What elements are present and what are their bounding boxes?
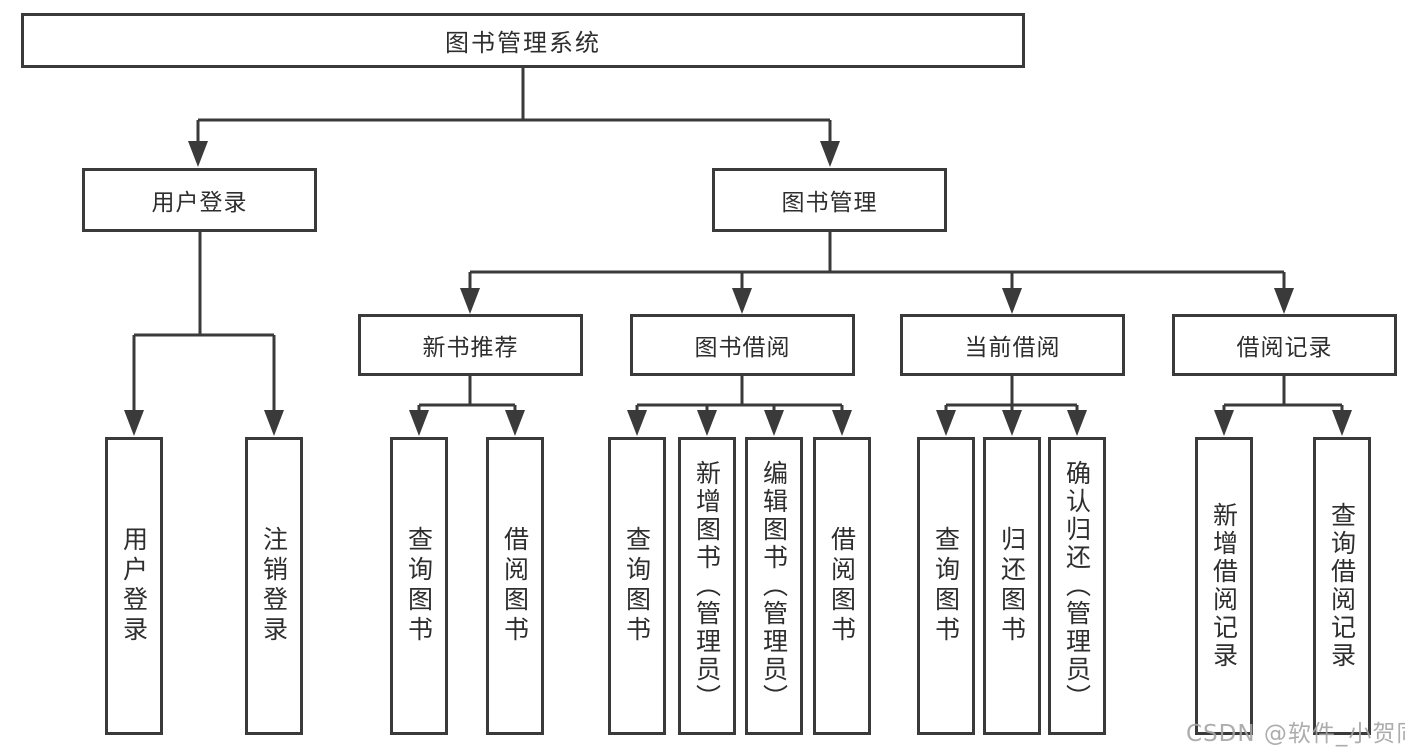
- arrow-icon: [764, 410, 784, 436]
- leaf-newbook-query-books: 查询图书: [390, 437, 448, 735]
- arrow-icon: [820, 141, 840, 167]
- leaf-borrow-borrow-books-label: 借阅图书: [827, 526, 857, 646]
- node-book-management: 图书管理: [712, 168, 947, 232]
- node-book-borrow: 图书借阅: [630, 314, 855, 376]
- leaf-current-return-books-label: 归还图书: [997, 526, 1027, 646]
- leaf-records-add-record: 新增借阅记录: [1195, 437, 1253, 735]
- node-borrow-records-label: 借阅记录: [1236, 335, 1333, 361]
- leaf-current-query-books-label: 查询图书: [931, 526, 961, 646]
- leaf-current-confirm-return-admin: 确认归还（管理员）: [1048, 437, 1106, 735]
- arrow-icon: [124, 410, 144, 436]
- arrow-icon: [1002, 410, 1022, 436]
- arrow-icon: [505, 410, 525, 436]
- connector-bookmgmt-to-level3: [468, 232, 1286, 291]
- leaf-borrow-add-books-admin: 新增图书（管理员）: [678, 437, 736, 735]
- leaf-borrow-edit-books-admin: 编辑图书（管理员）: [745, 437, 803, 735]
- arrow-icon: [1067, 410, 1087, 436]
- connector-newbook-to-leaves: [417, 376, 517, 413]
- arrow-icon: [936, 410, 956, 436]
- arrow-icon: [264, 410, 284, 436]
- node-borrow-records: 借阅记录: [1172, 314, 1397, 376]
- arrow-icon: [627, 410, 647, 436]
- leaf-records-query-record: 查询借阅记录: [1313, 437, 1371, 735]
- arrow-icon: [409, 410, 429, 436]
- arrow-icon: [697, 410, 717, 436]
- leaf-records-query-record-label: 查询借阅记录: [1327, 502, 1357, 670]
- leaf-borrow-edit-books-admin-label: 编辑图书（管理员）: [759, 460, 789, 712]
- leaf-user-login-label: 用户登录: [119, 526, 149, 646]
- leaf-logout: 注销登录: [245, 437, 303, 735]
- leaf-logout-label: 注销登录: [259, 526, 289, 646]
- leaf-records-add-record-label: 新增借阅记录: [1209, 502, 1239, 670]
- leaf-current-return-books: 归还图书: [983, 437, 1041, 735]
- arrow-icon: [1002, 288, 1022, 314]
- node-root-label: 图书管理系统: [445, 29, 601, 57]
- node-new-book-recommend-label: 新书推荐: [422, 335, 519, 361]
- node-user-login-label: 用户登录: [151, 190, 248, 216]
- leaf-borrow-add-books-admin-label: 新增图书（管理员）: [692, 460, 722, 712]
- leaf-user-login: 用户登录: [105, 437, 163, 735]
- node-new-book-recommend: 新书推荐: [358, 314, 583, 376]
- leaf-newbook-query-books-label: 查询图书: [404, 526, 434, 646]
- arrow-icon: [460, 288, 480, 314]
- csdn-watermark: CSDN @软件_小贺同学: [1186, 721, 1405, 747]
- connector-root-to-level2: [196, 68, 832, 144]
- arrow-icon: [732, 288, 752, 314]
- node-user-login: 用户登录: [82, 168, 317, 232]
- node-root: 图书管理系统: [21, 13, 1025, 68]
- connector-currentborrow-to-leaves: [944, 376, 1079, 413]
- arrow-icon: [832, 410, 852, 436]
- leaf-current-confirm-return-admin-label: 确认归还（管理员）: [1062, 460, 1092, 712]
- arrowheads: [124, 141, 1352, 436]
- arrow-icon: [188, 141, 208, 167]
- node-book-management-label: 图书管理: [781, 190, 878, 216]
- leaf-borrow-borrow-books: 借阅图书: [813, 437, 871, 735]
- node-current-borrow: 当前借阅: [900, 314, 1125, 376]
- node-current-borrow-label: 当前借阅: [964, 335, 1061, 361]
- leaf-borrow-query-books-label: 查询图书: [622, 526, 652, 646]
- connector-bookborrow-to-leaves: [635, 376, 844, 413]
- leaf-current-query-books: 查询图书: [917, 437, 975, 735]
- leaf-newbook-borrow-books: 借阅图书: [486, 437, 544, 735]
- arrow-icon: [1274, 288, 1294, 314]
- connector-records-to-leaves: [1222, 376, 1344, 413]
- leaf-newbook-borrow-books-label: 借阅图书: [500, 526, 530, 646]
- connector-userlogin-to-leaves: [132, 232, 276, 413]
- arrow-icon: [1214, 410, 1234, 436]
- node-book-borrow-label: 图书借阅: [694, 335, 791, 361]
- arrow-icon: [1332, 410, 1352, 436]
- leaf-borrow-query-books: 查询图书: [608, 437, 666, 735]
